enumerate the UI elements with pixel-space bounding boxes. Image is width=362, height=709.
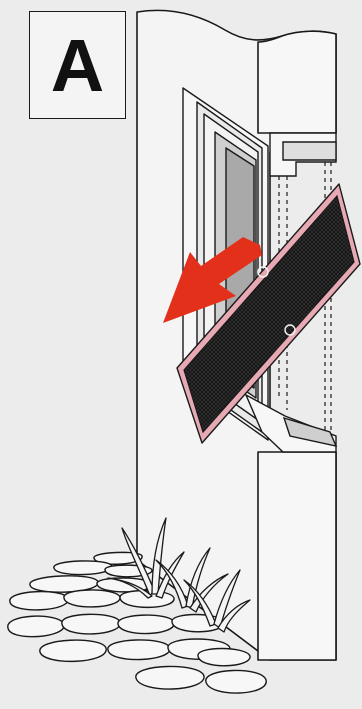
figure-label-box: A	[29, 11, 126, 119]
figure-label: A	[51, 29, 104, 103]
upper-track	[270, 133, 336, 176]
